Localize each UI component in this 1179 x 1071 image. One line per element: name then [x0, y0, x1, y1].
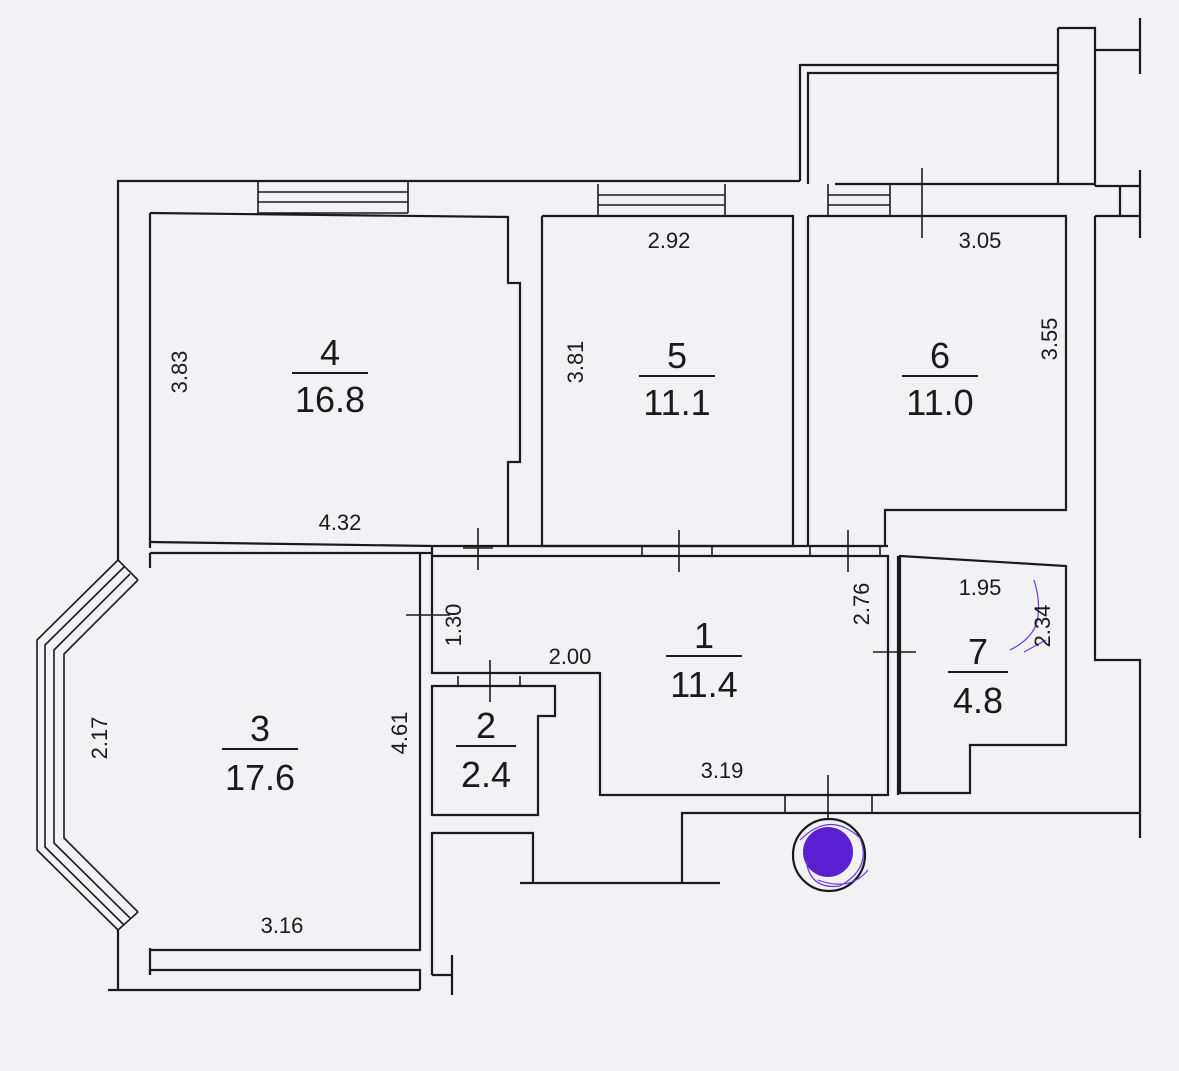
door-markers — [406, 528, 916, 818]
scribble-marker — [791, 579, 1047, 893]
dim-r1-bottom: 3.19 — [701, 758, 744, 783]
dim-r4-bottom: 4.32 — [319, 510, 362, 535]
room-3-walls — [148, 551, 432, 952]
room-area: 17.6 — [225, 757, 295, 798]
room-label-6: 6 11.0 — [902, 335, 978, 423]
window-room-4 — [257, 181, 409, 214]
dim-r7-right: 2.34 — [1030, 605, 1055, 648]
room-area: 2.4 — [461, 754, 511, 795]
room-2-walls — [430, 676, 557, 817]
room-label-1: 1 11.4 — [666, 615, 742, 705]
room-7-walls — [898, 554, 1068, 795]
room-number: 3 — [250, 708, 270, 749]
north-windows — [257, 168, 923, 238]
dim-r1-left: 1.30 — [441, 604, 466, 647]
room-number: 1 — [694, 615, 714, 656]
room-number: 4 — [320, 332, 340, 373]
dim-r1-right: 2.76 — [849, 583, 874, 626]
dim-r6-right: 3.55 — [1037, 318, 1062, 361]
dim-r4-left: 3.83 — [167, 351, 192, 394]
room-label-2: 2 2.4 — [456, 705, 516, 795]
room-number: 5 — [667, 335, 687, 376]
dim-r7-top: 1.95 — [959, 575, 1002, 600]
dim-r3-bottom: 3.16 — [261, 913, 304, 938]
room-area: 11.1 — [643, 382, 710, 423]
window-room-6 — [827, 168, 923, 238]
dimension-labels: 3.83 4.32 2.92 3.81 3.05 3.55 1.30 2.00 … — [87, 228, 1062, 938]
bay-window — [36, 559, 139, 931]
room-label-4: 4 16.8 — [292, 332, 368, 420]
dim-r3-right: 4.61 — [387, 712, 412, 755]
room-area: 11.0 — [906, 382, 973, 423]
room-label-3: 3 17.6 — [222, 708, 298, 798]
window-room-5 — [597, 184, 726, 217]
dim-r5-top: 2.92 — [648, 228, 691, 253]
room-label-7: 7 4.8 — [948, 631, 1008, 721]
room-6-walls — [806, 214, 1068, 546]
room-area: 16.8 — [295, 379, 365, 420]
dim-r1-top-left: 2.00 — [549, 644, 592, 669]
dim-r3-bay: 2.17 — [87, 717, 112, 760]
exterior-walls — [108, 18, 1142, 995]
room-1-walls — [430, 544, 900, 813]
room-area: 4.8 — [953, 680, 1003, 721]
dim-r5-left: 3.81 — [563, 341, 588, 384]
room-label-5: 5 11.1 — [639, 335, 715, 423]
room-number: 6 — [930, 335, 950, 376]
room-area: 11.4 — [670, 664, 737, 705]
room-number: 7 — [968, 631, 988, 672]
room-number: 2 — [476, 705, 496, 746]
room-4-walls — [149, 211, 522, 556]
dim-r6-top: 3.05 — [959, 228, 1002, 253]
